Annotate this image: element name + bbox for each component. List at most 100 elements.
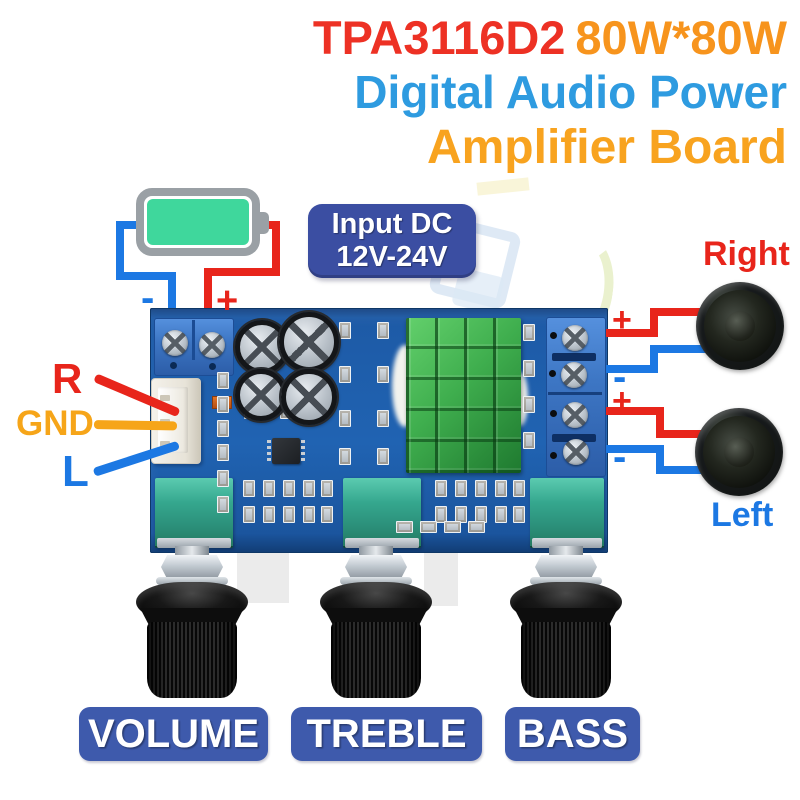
battery-terminal-nub	[258, 212, 269, 234]
knob-washer	[530, 577, 602, 585]
speaker-cone	[703, 416, 775, 488]
smd-resistor	[513, 506, 525, 523]
smd-resistor	[396, 521, 413, 533]
right-speaker-icon	[696, 282, 784, 370]
smd-resistor	[243, 506, 255, 523]
volume-label: VOLUME	[79, 707, 268, 761]
smd-resistor	[435, 506, 447, 523]
knob-nut	[535, 555, 597, 579]
title-line3: Amplifier Board	[426, 121, 787, 174]
terminal-dot	[550, 410, 557, 417]
smd-resistor	[217, 396, 229, 413]
electrolytic-capacitor	[235, 369, 287, 421]
smd-resistor	[263, 506, 275, 523]
right-speaker-positive-wire	[602, 329, 658, 337]
watermark-shape	[237, 553, 289, 603]
left-speaker-label: Left	[711, 496, 774, 534]
input-line-gnd	[93, 420, 178, 431]
smd-resistor	[217, 444, 229, 461]
speaker-cone	[704, 290, 776, 362]
input-dc-line2: 12V-24V	[336, 241, 448, 273]
smd-resistor	[435, 480, 447, 497]
smd-resistor	[217, 470, 229, 487]
bass-label: BASS	[505, 707, 640, 761]
terminal-hole	[209, 363, 216, 370]
smd-resistor	[475, 480, 487, 497]
potentiometer-treble	[343, 478, 421, 548]
left-speaker-icon	[695, 408, 783, 496]
smd-resistor	[243, 480, 255, 497]
ic-chip	[267, 438, 305, 464]
terminal-screw	[563, 439, 589, 465]
terminal-screw	[162, 330, 188, 356]
smd-resistor	[377, 448, 389, 465]
right-speaker-negative-wire	[602, 365, 658, 373]
smd-resistor	[495, 506, 507, 523]
left-speaker-negative-wire	[656, 445, 664, 474]
speaker-dome	[723, 436, 755, 468]
knob-nut	[345, 555, 407, 579]
smd-resistor	[513, 480, 525, 497]
left-speaker-positive-wire	[656, 430, 708, 438]
battery-negative-wire	[168, 272, 176, 320]
terminal-screw	[562, 402, 588, 428]
terminal-screw	[562, 325, 588, 351]
right-speaker-positive-wire	[650, 308, 704, 316]
terminal-dot	[550, 332, 557, 339]
battery-positive-wire	[262, 221, 280, 229]
smd-resistor	[377, 366, 389, 383]
smd-resistor	[283, 506, 295, 523]
smd-resistor	[377, 322, 389, 339]
smd-resistor	[377, 410, 389, 427]
right-speaker-positive-wire	[650, 308, 658, 337]
right-speaker-minus-sign: -	[613, 355, 627, 399]
smd-resistor	[321, 506, 333, 523]
battery-icon	[136, 188, 260, 256]
smd-resistor	[263, 480, 275, 497]
terminal-screw	[561, 362, 587, 388]
smd-resistor	[321, 480, 333, 497]
input-dc-line1: Input DC	[331, 208, 453, 240]
smd-resistor	[303, 480, 315, 497]
smd-resistor	[523, 396, 535, 413]
input-label-l: L	[62, 447, 89, 496]
smd-resistor	[339, 448, 351, 465]
connector-pin	[160, 395, 170, 401]
left-speaker-minus-sign: -	[613, 435, 627, 479]
left-speaker-positive-wire	[656, 407, 664, 438]
bass-knob	[521, 622, 611, 698]
terminal-hole	[170, 362, 177, 369]
terminal-screw	[199, 332, 225, 358]
battery-fill	[147, 199, 249, 245]
heatsink	[406, 318, 521, 473]
smd-resistor	[217, 496, 229, 513]
power-terminal-seam	[192, 320, 195, 360]
smd-resistor	[444, 521, 461, 533]
battery-negative-wire	[116, 221, 124, 280]
battery-positive-wire	[204, 268, 280, 276]
knob-washer	[156, 577, 228, 585]
battery-positive-wire	[204, 268, 212, 320]
smd-resistor	[217, 420, 229, 437]
left-speaker-negative-wire	[602, 445, 664, 453]
battery-positive-wire	[272, 221, 280, 276]
smd-resistor	[455, 480, 467, 497]
smd-resistor	[523, 360, 535, 377]
smd-resistor	[455, 506, 467, 523]
terminal-slot	[552, 353, 596, 361]
smd-resistor	[339, 410, 351, 427]
title-model: TPA3116D2	[312, 11, 566, 64]
right-speaker-label: Right	[703, 235, 790, 273]
terminal-dot	[550, 452, 557, 459]
smd-resistor	[283, 480, 295, 497]
smd-resistor	[303, 506, 315, 523]
smd-resistor	[495, 480, 507, 497]
smd-resistor	[339, 322, 351, 339]
speaker-terminal-seam	[548, 392, 602, 395]
terminal-dot	[549, 370, 556, 377]
knob-washer	[340, 577, 412, 585]
battery-plus-sign: +	[216, 280, 239, 322]
smd-resistor	[420, 521, 437, 533]
